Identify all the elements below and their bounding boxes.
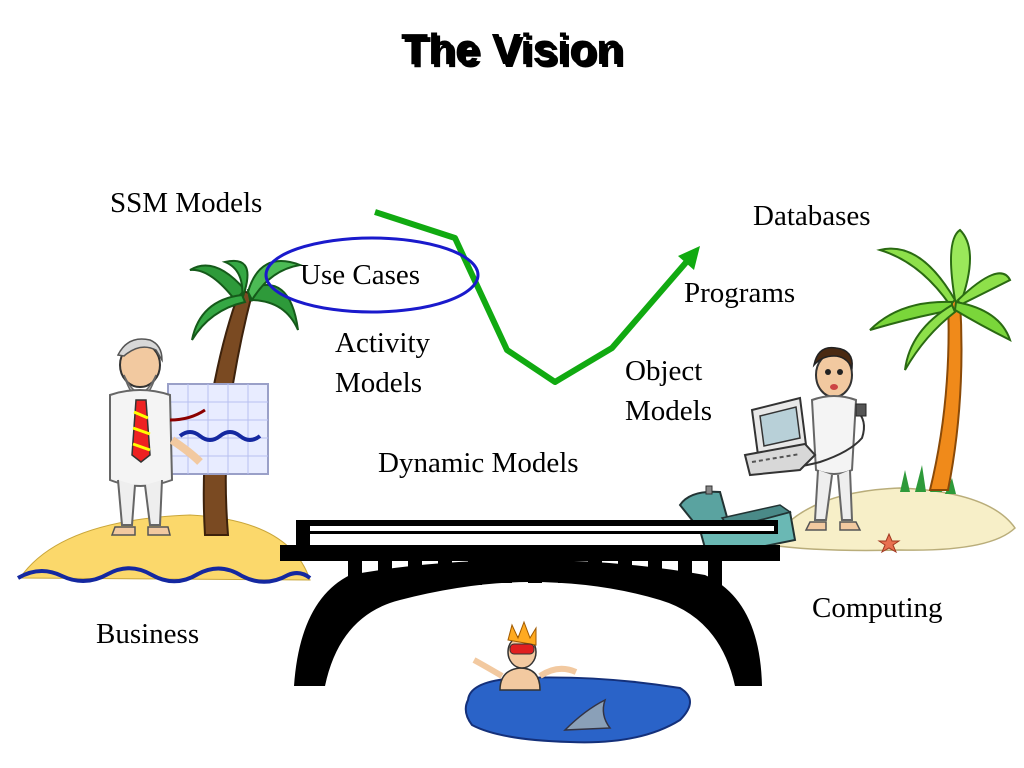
business-man-icon — [109, 338, 206, 536]
computing-island — [768, 465, 1016, 552]
object-models-label-line2: Models — [625, 395, 712, 427]
use-cases-label: Use Cases — [300, 259, 420, 291]
bridge — [280, 520, 780, 686]
use-cases-ellipse — [264, 236, 480, 314]
computer-man-icon — [779, 346, 867, 531]
starfish-icon — [877, 532, 901, 554]
dynamic-models-label: Dynamic Models — [378, 447, 579, 479]
business-island — [16, 514, 312, 584]
object-models-label-line1: Object — [625, 355, 702, 387]
treasure-chest-icon — [678, 485, 797, 554]
palm-tree-right-icon — [869, 228, 1012, 491]
chart-board-icon — [167, 383, 269, 475]
swimmer-icon — [472, 620, 578, 691]
left-sea-waves — [16, 566, 312, 584]
path-arrow — [374, 209, 700, 385]
computing-label: Computing — [812, 592, 943, 624]
page-title: The Vision — [401, 25, 623, 74]
databases-label: Databases — [753, 200, 871, 232]
title-shadow: The Vision — [404, 28, 626, 77]
business-label: Business — [96, 618, 199, 650]
ssm-models-label: SSM Models — [110, 187, 262, 219]
shark-fin-icon — [563, 698, 612, 731]
activity-models-label-line1: Activity — [335, 327, 431, 359]
computer-terminal-icon — [743, 396, 817, 477]
programs-label: Programs — [684, 277, 795, 309]
activity-models-label-line2: Models — [335, 367, 422, 399]
